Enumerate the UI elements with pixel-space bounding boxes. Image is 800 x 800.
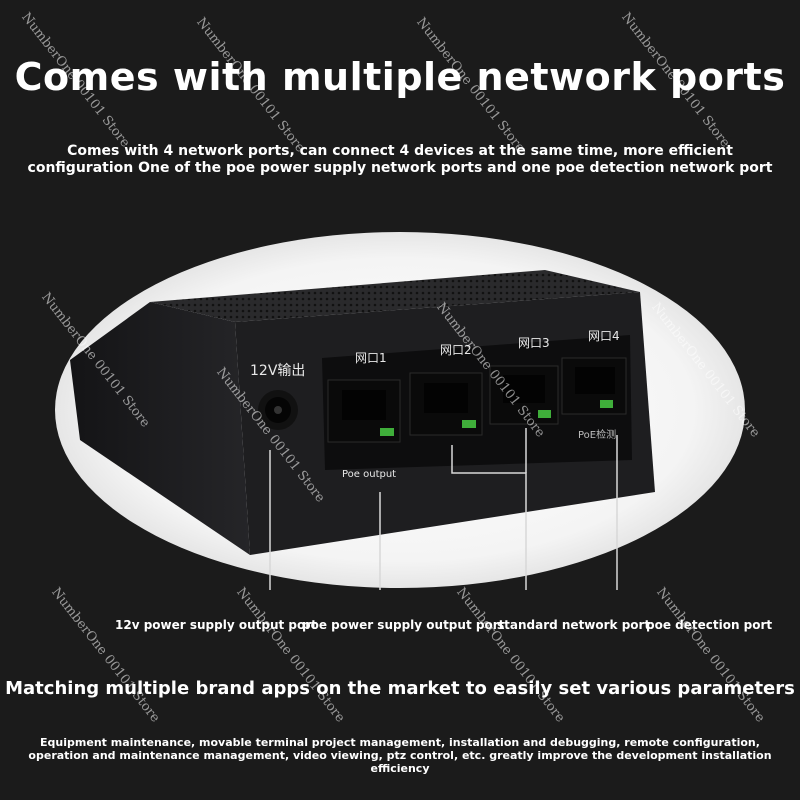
port-label-2: 网口2 bbox=[440, 343, 472, 357]
poe-detect-label: PoE检测 bbox=[578, 428, 616, 441]
port-label-4: 网口4 bbox=[588, 329, 620, 343]
section-heading: Matching multiple brand apps on the mark… bbox=[5, 678, 795, 699]
callout-label-poe-detect: poe detection port bbox=[646, 618, 773, 632]
page-title: Comes with multiple network ports bbox=[14, 55, 786, 99]
product-photo: 12V输出 网口1 网口2 网口3 网口4 Poe output PoE检测 bbox=[55, 232, 745, 590]
section-description: Equipment maintenance, movable terminal … bbox=[28, 736, 772, 775]
dc-output-label: 12V输出 bbox=[250, 363, 305, 379]
rj45-port-4 bbox=[561, 357, 627, 415]
callout-label-dc: 12v power supply output port bbox=[115, 618, 317, 632]
page-subtitle: Comes with 4 network ports, can connect … bbox=[27, 143, 773, 176]
rj45-port-3 bbox=[489, 365, 559, 425]
poe-output-label: Poe output bbox=[342, 469, 396, 480]
rj45-port-2 bbox=[409, 372, 483, 436]
watermark: NumberOne 00101 Store bbox=[653, 585, 768, 726]
watermark: NumberOne 00101 Store bbox=[453, 585, 568, 726]
port-label-3: 网口3 bbox=[518, 336, 550, 350]
device-side bbox=[70, 302, 250, 555]
callout-lines bbox=[269, 428, 618, 590]
watermark: NumberOne 00101 Store bbox=[48, 585, 163, 726]
port-label-1: 网口1 bbox=[355, 351, 387, 365]
watermark: NumberOne 00101 Store bbox=[233, 585, 348, 726]
callout-label-poe-output: poe power supply output port bbox=[302, 618, 505, 632]
device-top-mesh bbox=[150, 270, 640, 322]
rj45-port-1 bbox=[327, 379, 401, 443]
port-callout-labels: 12v power supply output port poe power s… bbox=[0, 618, 800, 638]
callout-label-standard: standard network port bbox=[497, 618, 651, 632]
